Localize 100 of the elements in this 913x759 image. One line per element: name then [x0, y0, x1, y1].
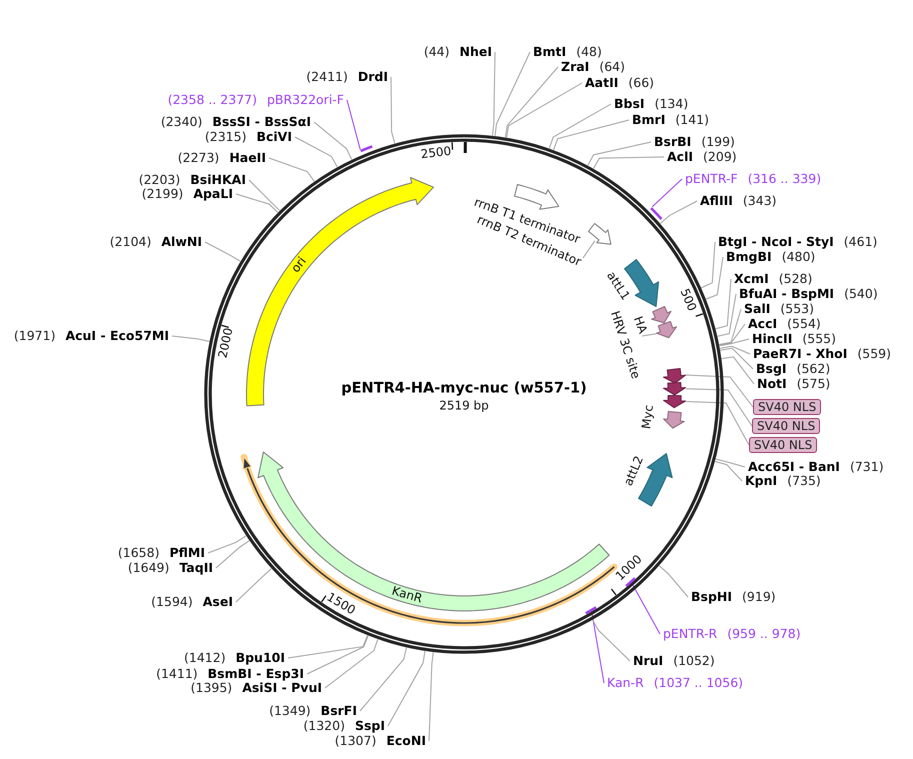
leader-line [306, 635, 369, 674]
primer-position: (959 .. 978) [727, 627, 801, 641]
leader-line [236, 568, 272, 602]
enzyme-name: BtgI - NcoI - StyI [718, 235, 834, 249]
leader-line [685, 401, 750, 446]
cut-site-position: (461) [844, 235, 878, 249]
leader-line [685, 388, 752, 426]
plasmid-name: pENTR4-HA-myc-nuc (w557-1) [341, 380, 587, 398]
feature-label: attL2 [622, 454, 646, 488]
cut-site-position: (1349) [269, 704, 311, 718]
enzyme-name: PaeR7I - XhoI [753, 347, 848, 361]
cut-site-position: (1649) [128, 561, 170, 575]
feature-label-box: SV40 NLS [752, 418, 820, 434]
cut-site-position: (553) [780, 302, 814, 316]
leader-line [720, 348, 754, 370]
enzyme-name: SalI [744, 302, 770, 316]
cut-site-position: (2104) [110, 235, 152, 249]
cut-site-position: (66) [628, 76, 654, 90]
leader-line [714, 460, 742, 482]
cut-site-position: (2340) [160, 115, 202, 129]
leader-line [346, 100, 361, 150]
cut-site-position: (1307) [334, 734, 376, 748]
enzyme-name: AseI [202, 595, 233, 609]
cut-site-position: (735) [787, 474, 821, 488]
cut-site-position: (575) [796, 377, 830, 391]
feature-segment [662, 394, 688, 409]
enzyme-name: Acc65I - BanI [748, 460, 840, 474]
feature-segment [662, 381, 688, 397]
leader-line [587, 142, 652, 166]
leader-line [706, 256, 724, 300]
enzyme-name: HaeII [229, 151, 266, 165]
enzyme-name: AclI [667, 150, 694, 164]
primer-name: pBR322ori-F [266, 93, 344, 107]
enzyme-name: EcoNI [386, 734, 426, 748]
leader-line [390, 76, 396, 144]
leader-line [172, 336, 210, 342]
cut-site-position: (559) [857, 347, 892, 361]
leader-line [719, 346, 750, 354]
enzyme-name: TaqII [179, 561, 213, 575]
leader-line [324, 638, 378, 688]
feature-label: Myc [640, 404, 656, 430]
enzyme-name: BciVI [256, 130, 292, 144]
enzyme-name: PflMI [169, 546, 205, 560]
leader-line [717, 294, 736, 337]
leader-line [248, 180, 280, 212]
cut-site-position: (1320) [303, 719, 345, 733]
primer-mark [585, 606, 598, 615]
cut-site-position: (1412) [184, 651, 226, 665]
cut-site-position: (554) [787, 317, 821, 331]
cut-site-position: (1395) [190, 681, 232, 695]
leader-line [592, 619, 630, 662]
leader-line [718, 308, 742, 346]
enzyme-name: BbsI [614, 97, 645, 111]
enzyme-name: SspI [354, 719, 385, 733]
leader-line [294, 136, 338, 168]
tick-label: 2000 [216, 327, 236, 360]
cut-site-position: (1594) [151, 595, 193, 609]
enzyme-name: HincII [752, 332, 792, 346]
cut-site-position: (44) [424, 45, 450, 59]
cut-site-position: (141) [675, 113, 709, 127]
feature-label: ori [289, 254, 309, 276]
cut-site-position: (731) [850, 460, 884, 474]
enzyme-name: AatII [585, 76, 618, 90]
enzyme-name: BmtI [533, 45, 566, 59]
cut-site-position: (2315) [204, 130, 246, 144]
enzyme-name: BfuAI - BspMI [739, 287, 834, 301]
leader-line [718, 324, 746, 346]
enzyme-name: AsiSI - PvuI [242, 681, 322, 695]
leader-line [216, 540, 250, 568]
cut-site-position: (199) [701, 135, 735, 149]
enzyme-name: BsrBI [654, 135, 692, 149]
leader-line [719, 338, 750, 346]
leader-line [208, 535, 247, 554]
feature-label-box: SV40 NLS [753, 399, 822, 415]
primer-mark [650, 206, 663, 220]
enzyme-name: NheI [460, 45, 492, 59]
cut-site-position: (2411) [306, 70, 348, 84]
primer-position: (2358 .. 2377) [168, 93, 257, 107]
cut-site-position: (540) [844, 287, 878, 301]
enzyme-name: BmgBI [726, 250, 772, 264]
enzyme-name: BsiHKAI [190, 173, 246, 187]
cut-site-position: (64) [599, 60, 625, 74]
leader-line [268, 158, 315, 182]
leader-line [652, 178, 682, 208]
enzyme-name: ApaLI [193, 187, 233, 201]
cut-site-position: (555) [802, 332, 836, 346]
feature-segment [662, 410, 686, 430]
feature-segment [587, 222, 613, 246]
cut-site-position: (2203) [138, 173, 180, 187]
enzyme-name: AccI [748, 317, 778, 331]
leader-line [593, 156, 664, 170]
primer-mark [360, 144, 374, 152]
leader-line [204, 242, 241, 262]
enzyme-name: BspHI [691, 590, 732, 604]
leader-line [360, 647, 407, 712]
cut-site-position: (1658) [118, 546, 160, 560]
leader-line [314, 122, 352, 160]
cut-site-position: (528) [778, 272, 812, 286]
cut-site-position: (2273) [178, 151, 220, 165]
leader-line [504, 66, 558, 138]
